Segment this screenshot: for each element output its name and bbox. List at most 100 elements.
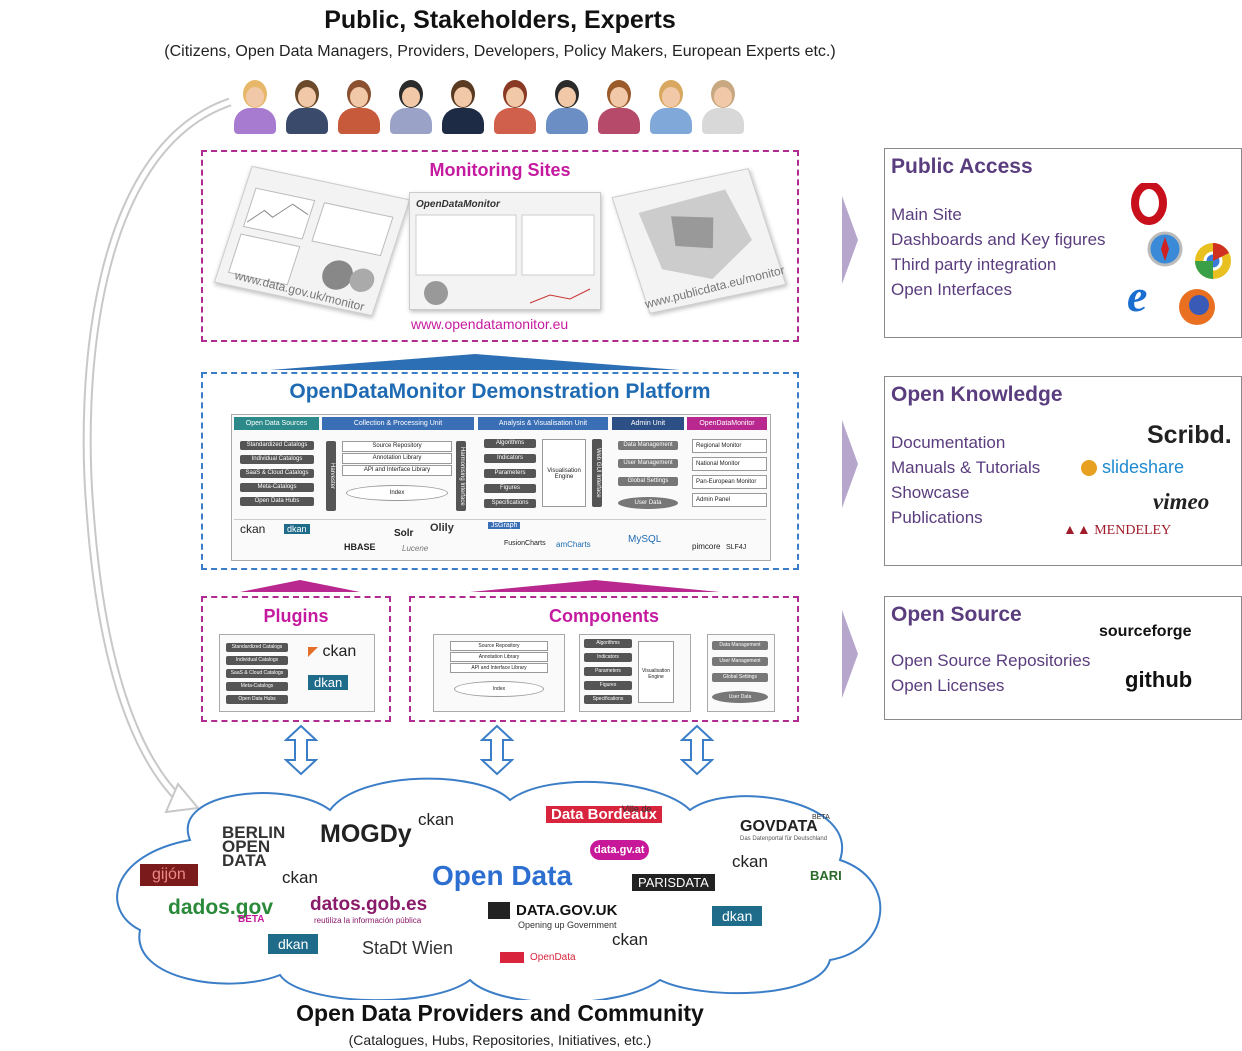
public-access-line: Third party integration — [891, 255, 1057, 274]
knowledge-line: Manuals & Tutorials — [891, 458, 1041, 477]
plugin-item: SaaS & Cloud Catalogs — [226, 669, 288, 678]
logo-datos-tagline: reutiliza la información pública — [314, 916, 422, 925]
components-box: Components Source Repository Annotation … — [409, 596, 799, 722]
chevron-right-icon — [842, 420, 858, 508]
plugin-item: Meta-Catalogs — [226, 682, 288, 691]
col-header-analysis: Analysis & Visualisation Unit — [478, 417, 608, 430]
footer-subtitle: (Catalogues, Hubs, Repositories, Initiat… — [348, 1032, 652, 1048]
slideshare-logo: slideshare — [1081, 457, 1184, 478]
col-header-admin: Admin Unit — [612, 417, 684, 430]
logo-dkan-cloud: dkan — [268, 934, 319, 954]
comp-collection: Source Repository Annotation Library API… — [433, 634, 565, 712]
public-access-line: Main Site — [891, 205, 962, 224]
plugins-box: Plugins Standardized Catalogs Individual… — [201, 596, 391, 722]
double-arrow — [480, 724, 514, 776]
logo-stadt-wien: StaDt Wien — [362, 938, 454, 958]
logo-data-gov-uk-sub: Opening up Government — [518, 920, 617, 930]
person-icon — [232, 78, 278, 134]
vis-engine: Visualisation Engine — [542, 439, 586, 507]
cloud-title: Open Data — [432, 860, 573, 891]
logo-pimcore: pimcore — [692, 542, 721, 551]
plugin-item: Open Data Hubs — [226, 695, 288, 704]
col-header-sources: Open Data Sources — [234, 417, 319, 430]
slideshare-icon — [1081, 460, 1097, 477]
logo-data-bordeaux: Data Bordeaux — [546, 806, 662, 823]
person-icon — [700, 78, 746, 134]
vimeo-logo: vimeo — [1153, 489, 1210, 514]
harvester-bar: Harvester — [326, 441, 336, 511]
odm-item: Regional Monitor — [692, 439, 767, 453]
odm-item: Pan-European Monitor — [692, 475, 767, 489]
scribd-logo: Scribd. — [1147, 421, 1232, 449]
screenshot-right — [611, 168, 787, 314]
logo-dados-beta: BETA — [238, 914, 265, 925]
logo-jsgraph: JsGraph — [488, 522, 521, 529]
harmonising-bar: Harmonising Interface — [456, 441, 466, 511]
logo-gijon: gijón — [140, 864, 198, 886]
platform-box: OpenDataMonitor Demonstration Platform O… — [201, 372, 799, 570]
public-access-line: Dashboards and Key figures — [891, 230, 1106, 249]
open-knowledge-panel: Open Knowledge Documentation Manuals & T… — [884, 376, 1242, 566]
monitoring-sites-box: Monitoring Sites www.data.gov.uk/monitor… — [201, 150, 799, 342]
coll-item: Source Repository — [342, 441, 452, 452]
person-icon — [284, 78, 330, 134]
double-arrow — [284, 724, 318, 776]
logo-data-gov-uk: DATA.GOV.UK — [488, 902, 617, 919]
logo-hbase: HBASE — [344, 542, 376, 552]
open-source-panel: Open Source Open Source Repositories Ope… — [884, 596, 1242, 720]
logo-ckan-cloud: ckan — [612, 930, 648, 949]
comp-ana-item: Indicators — [584, 653, 632, 662]
components-up-arrow — [470, 580, 720, 592]
ana-item: Indicators — [484, 454, 536, 463]
mendeley-logo: ▲▲ MENDELEY — [1063, 523, 1172, 538]
opensource-line: Open Licenses — [891, 676, 1005, 695]
knowledge-line: Publications — [891, 508, 983, 527]
url-center: www.opendatamonitor.eu — [411, 316, 569, 332]
comp-coll-item: Annotation Library — [450, 652, 548, 662]
logo-solr: Solr — [394, 528, 414, 539]
logo-bari: BARI — [810, 868, 842, 883]
logo-olily: Olily — [430, 522, 454, 534]
comp-vis-engine: Visualisation Engine — [638, 641, 674, 703]
chevron-right-icon — [842, 610, 858, 698]
public-access-title: Public Access — [891, 155, 1033, 178]
logo-slf4j: SLF4J — [726, 544, 747, 551]
sourceforge-logo: sourceforge — [1099, 623, 1192, 640]
logo-fusioncharts: FusionCharts — [504, 540, 546, 547]
col-header-odm: OpenDataMonitor — [687, 417, 767, 430]
opera-icon — [1131, 183, 1167, 225]
plugins-panel: Standardized Catalogs Individual Catalog… — [219, 634, 375, 712]
odm-item: National Monitor — [692, 457, 767, 471]
admin-item: User Management — [618, 459, 678, 468]
plugin-dkan-logo: dkan — [308, 675, 349, 690]
comp-index: Index — [454, 681, 544, 697]
logo-antwerp-opendata: OpenData — [500, 952, 576, 963]
comp-admin-item: Global Settings — [712, 673, 768, 682]
logo-datos-gob: datos.gob.es — [310, 894, 428, 915]
platform-grid: Open Data Sources Collection & Processin… — [231, 414, 771, 561]
logo-mogdy: MOGDy — [320, 820, 412, 848]
admin-item: User Data — [618, 497, 678, 509]
logo-dkan-cloud: dkan — [712, 906, 763, 926]
coll-item: Annotation Library — [342, 453, 452, 464]
logo-dados-gov: dados.gov — [168, 896, 274, 919]
knowledge-line: Documentation — [891, 433, 1006, 452]
person-icon — [388, 78, 434, 134]
open-knowledge-title: Open Knowledge — [891, 383, 1063, 406]
people-row — [232, 78, 752, 134]
monitoring-title: Monitoring Sites — [429, 160, 571, 180]
person-icon — [544, 78, 590, 134]
comp-admin-item: User Management — [712, 657, 768, 666]
public-access-line: Open Interfaces — [891, 280, 1012, 299]
index-db: Index — [346, 485, 448, 501]
logo-ville-de: Ville de — [622, 804, 652, 814]
comp-ana-item: Figures — [584, 681, 632, 690]
comp-admin: Data Management User Management Global S… — [707, 634, 775, 712]
col-header-collection: Collection & Processing Unit — [322, 417, 474, 430]
comp-ana-item: Parameters — [584, 667, 632, 676]
double-arrow — [680, 724, 714, 776]
coll-item: API and Interface Library — [342, 465, 452, 476]
opensource-line: Open Source Repositories — [891, 651, 1091, 670]
platform-logo-row: ckan dkan Solr Olily HBASE Lucene JsGrap… — [234, 519, 766, 558]
comp-coll-item: Source Repository — [450, 641, 548, 651]
